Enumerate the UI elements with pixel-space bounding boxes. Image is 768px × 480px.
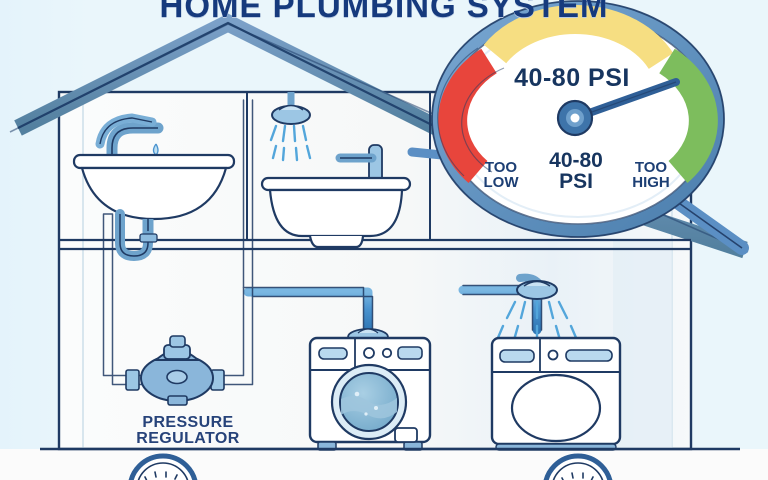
gauge-too-low-line2: LOW — [483, 174, 519, 192]
gauge-too-high-line1: TOO — [634, 159, 668, 176]
footer-gauge-icons — [128, 453, 613, 480]
pressure-regulator-valve — [125, 335, 225, 406]
pressure-regulator-line2: REGULATOR — [136, 430, 240, 448]
gauge-too-low-label: TOO LOW — [470, 160, 532, 191]
bathroom-sink-fixture — [72, 113, 236, 262]
bathtub-fixture — [260, 92, 412, 249]
magnifier-pressure-gauge — [407, 0, 749, 255]
gauge-center-line2: PSI — [559, 170, 593, 194]
washing-machine-fixture — [308, 328, 432, 451]
gauge-center-label: 40-80 PSI — [528, 150, 624, 193]
gauge-zone-normal — [483, 4, 674, 70]
gauge-zone-too-high — [658, 48, 718, 183]
gauge-needle — [556, 78, 680, 137]
gauge-too-low-line1: TOO — [484, 159, 518, 176]
gauge-zone-too-low — [438, 48, 498, 183]
floor-divider — [59, 238, 691, 251]
gauge-center-line1: 40-80 — [549, 149, 603, 172]
gauge-too-high-label: TOO HIGH — [620, 160, 682, 191]
pressure-gauge-icon — [128, 453, 198, 480]
dishwasher-fixture — [490, 273, 622, 451]
pressure-regulator-line1: PRESSURE — [142, 414, 234, 431]
gauge-arc-label: 40-80 PSI — [514, 64, 630, 92]
gauge-too-high-line2: HIGH — [632, 174, 670, 192]
pressure-regulator-label: PRESSURE REGULATOR — [108, 414, 268, 448]
pressure-gauge-icon — [543, 453, 613, 480]
